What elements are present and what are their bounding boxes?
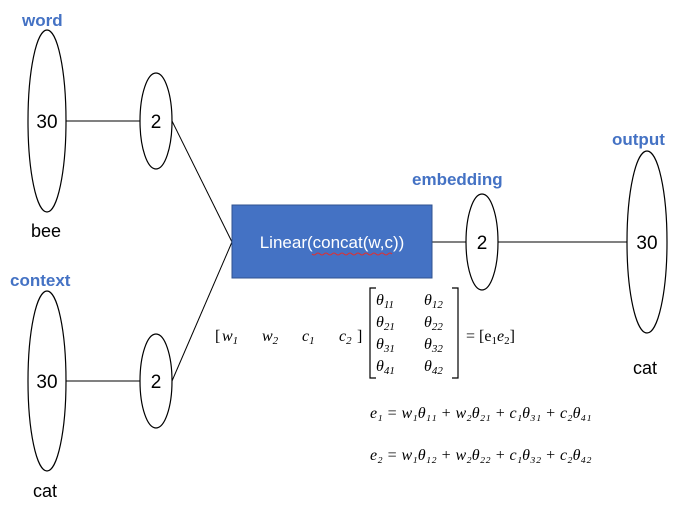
row-vector-w1: w1 bbox=[222, 328, 238, 347]
row-vector-close-bracket: ] bbox=[357, 328, 362, 345]
equation-e2: e₂ = w₁θ₁₂ + w₂θ₂₂ + c₁θ₃₂ + c₂θ₄₂ bbox=[370, 447, 592, 464]
context-input-node bbox=[27, 290, 67, 472]
row-vector: [ w1 w2 c1 c2 ] bbox=[215, 328, 362, 347]
context-label: context bbox=[10, 271, 71, 290]
edge-context-hidden-linear bbox=[171, 241, 233, 382]
theta-11: θ11 bbox=[376, 292, 394, 311]
row-vector-open-bracket: [ bbox=[215, 328, 220, 345]
linear-box-label: Linear(concat(w,c)) bbox=[260, 233, 405, 252]
output-label: output bbox=[612, 130, 665, 149]
context-caption: cat bbox=[33, 481, 57, 501]
theta-42: θ42 bbox=[424, 358, 443, 377]
row-vector-c1: c1 bbox=[302, 328, 315, 347]
matrix-left-bracket bbox=[369, 287, 376, 379]
embedding-size: 2 bbox=[477, 233, 488, 254]
context-input-size: 30 bbox=[36, 372, 57, 393]
word-hidden-node bbox=[139, 72, 173, 170]
row-vector-c2: c2 bbox=[339, 328, 352, 347]
embedding-label: embedding bbox=[412, 170, 503, 189]
theta-12: θ12 bbox=[424, 292, 443, 311]
linear-box bbox=[231, 204, 433, 279]
theta-matrix: θ11 θ12 θ21 θ22 θ31 θ32 θ41 θ42 bbox=[369, 287, 459, 379]
row-vector-w2: w2 bbox=[262, 328, 279, 347]
output-node bbox=[626, 150, 668, 334]
context-hidden-size: 2 bbox=[151, 372, 162, 393]
word-caption: bee bbox=[31, 221, 61, 241]
word-hidden-size: 2 bbox=[151, 112, 162, 133]
edge-word-hidden-linear bbox=[171, 120, 233, 243]
theta-21: θ21 bbox=[376, 314, 395, 333]
equation-e1: e₁ = w₁θ₁₁ + w₂θ₂₁ + c₁θ₃₁ + c₂θ₄₁ bbox=[370, 405, 592, 422]
word-input-node bbox=[27, 29, 67, 213]
matrix-right-bracket bbox=[452, 287, 459, 379]
theta-31: θ31 bbox=[376, 336, 395, 355]
theta-41: θ41 bbox=[376, 358, 395, 377]
matrix-result: = [e1e2] bbox=[466, 328, 515, 347]
word-input-size: 30 bbox=[36, 112, 57, 133]
output-caption: cat bbox=[633, 358, 657, 378]
output-size: 30 bbox=[636, 233, 657, 254]
theta-22: θ22 bbox=[424, 314, 443, 333]
spellcheck-underline bbox=[311, 252, 393, 256]
word-label: word bbox=[21, 11, 63, 30]
embedding-node bbox=[465, 193, 499, 291]
context-hidden-node bbox=[139, 333, 173, 429]
theta-32: θ32 bbox=[424, 336, 443, 355]
